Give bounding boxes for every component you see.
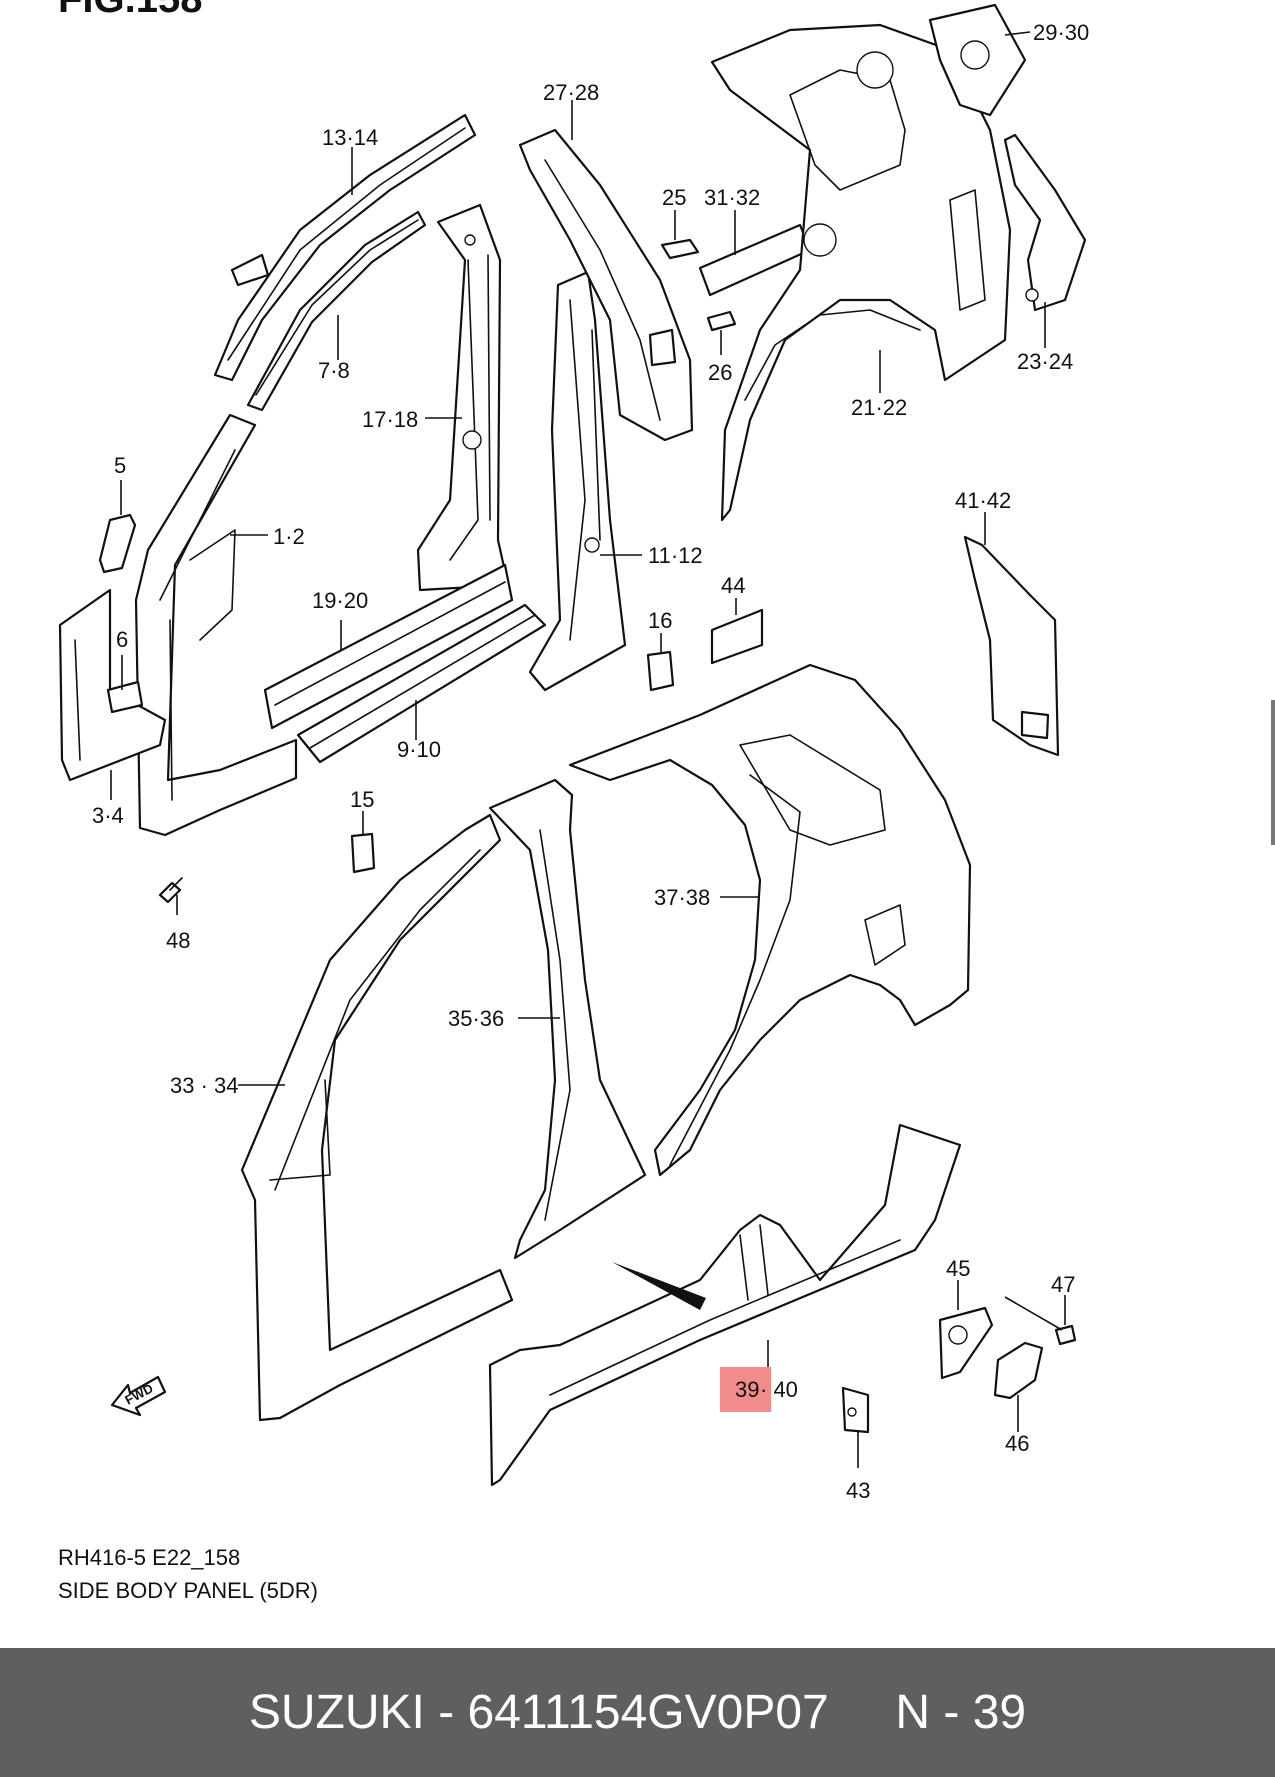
callout-44: 44 (721, 573, 745, 598)
part-front-pillar-outer[interactable] (240, 813, 514, 1422)
callout-43: 43 (846, 1478, 870, 1503)
part-5-bracket[interactable] (98, 513, 137, 574)
part-44-label[interactable] (710, 608, 764, 665)
part-48-bolt[interactable] (158, 877, 183, 904)
part-front-pillar-inner[interactable] (134, 413, 298, 837)
callout-45: 45 (946, 1256, 970, 1281)
part-roof-side-rail[interactable] (213, 113, 477, 382)
callout-17-18: 17·18 (362, 407, 418, 432)
footer-bar: SUZUKI - 6411154GV0P07 N - 39 (0, 1648, 1275, 1777)
callout-9-10: 9·10 (397, 737, 441, 762)
part-sill-reinforcement[interactable] (296, 603, 547, 764)
part-41-42-gusset[interactable] (963, 535, 1060, 757)
part-23-24-member[interactable] (1003, 133, 1087, 312)
callout-33-34: 33 · 34 (170, 1073, 239, 1098)
part-29-30-bracket[interactable] (928, 3, 1027, 117)
part-quarter-outer-panel[interactable] (568, 663, 972, 1177)
callout-48: 48 (166, 928, 190, 953)
callout-7-8: 7·8 (318, 358, 350, 383)
parts-diagram: FIG.158 (58, 0, 1089, 1503)
part-25-clip[interactable] (660, 238, 700, 260)
part-46-fuel-filler-lid[interactable] (993, 1341, 1044, 1400)
figure-code: RH416-5 E22_158 (58, 1545, 241, 1570)
callout-5: 5 (114, 453, 126, 478)
callout-39-highlight (720, 1367, 771, 1412)
fwd-arrow-icon: FWD (110, 1375, 167, 1417)
callout-19-20: 19·20 (312, 588, 368, 613)
callout-39[interactable]: 39 (735, 1377, 759, 1402)
part-45-fuel-filler-box[interactable] (938, 1306, 994, 1380)
figure-title: FIG.158 (58, 0, 203, 21)
callout-3-4: 3·4 (92, 803, 124, 828)
part-rear-pillar-inner[interactable] (518, 128, 694, 442)
part-center-pillar-outer[interactable] (488, 778, 647, 1260)
callout-31-32: 31·32 (704, 185, 760, 210)
callout-23-24: 23·24 (1017, 349, 1073, 374)
callout-27-28: 27·28 (543, 80, 599, 105)
callout-21-22: 21·22 (851, 395, 907, 420)
page-edge-mark (1271, 700, 1275, 845)
part-47-screw[interactable] (1054, 1324, 1077, 1346)
callout-13-14: 13·14 (322, 125, 378, 150)
leader-lines (110, 31, 1066, 1468)
callout-47: 47 (1051, 1272, 1075, 1297)
callout-6: 6 (116, 627, 128, 652)
callout-1-2: 1·2 (273, 524, 305, 549)
part-roof-inner-rail[interactable] (246, 210, 427, 412)
callout-26: 26 (708, 360, 732, 385)
callout-41-42: 41·42 (955, 488, 1011, 513)
part-16-spacer[interactable] (646, 650, 675, 692)
pointer-arrow-icon (612, 1262, 706, 1310)
callout-25: 25 (662, 185, 686, 210)
callout-16: 16 (648, 608, 672, 633)
part-26-clip[interactable] (706, 310, 737, 332)
part-side-sill-inner[interactable] (263, 563, 514, 730)
part-43-hinge[interactable] (841, 1386, 870, 1434)
callout-37-38: 37·38 (654, 885, 710, 910)
part-center-pillar-reinforcement[interactable] (528, 270, 627, 692)
part-15-spacer[interactable] (350, 832, 376, 874)
part-front-pillar-lower[interactable] (58, 588, 167, 782)
part-center-pillar-inner[interactable] (416, 203, 510, 592)
callout-11-12: 11·12 (648, 543, 703, 568)
callout-29-30: 29·30 (1033, 20, 1089, 45)
callout-46: 46 (1005, 1431, 1029, 1456)
figure-name: SIDE BODY PANEL (5DR) (58, 1578, 318, 1603)
callout-15: 15 (350, 787, 374, 812)
footer-text: SUZUKI - 6411154GV0P07 N - 39 (248, 1686, 1027, 1739)
callout-40: · 40 (760, 1377, 798, 1402)
callout-35-36: 35·36 (448, 1006, 504, 1031)
